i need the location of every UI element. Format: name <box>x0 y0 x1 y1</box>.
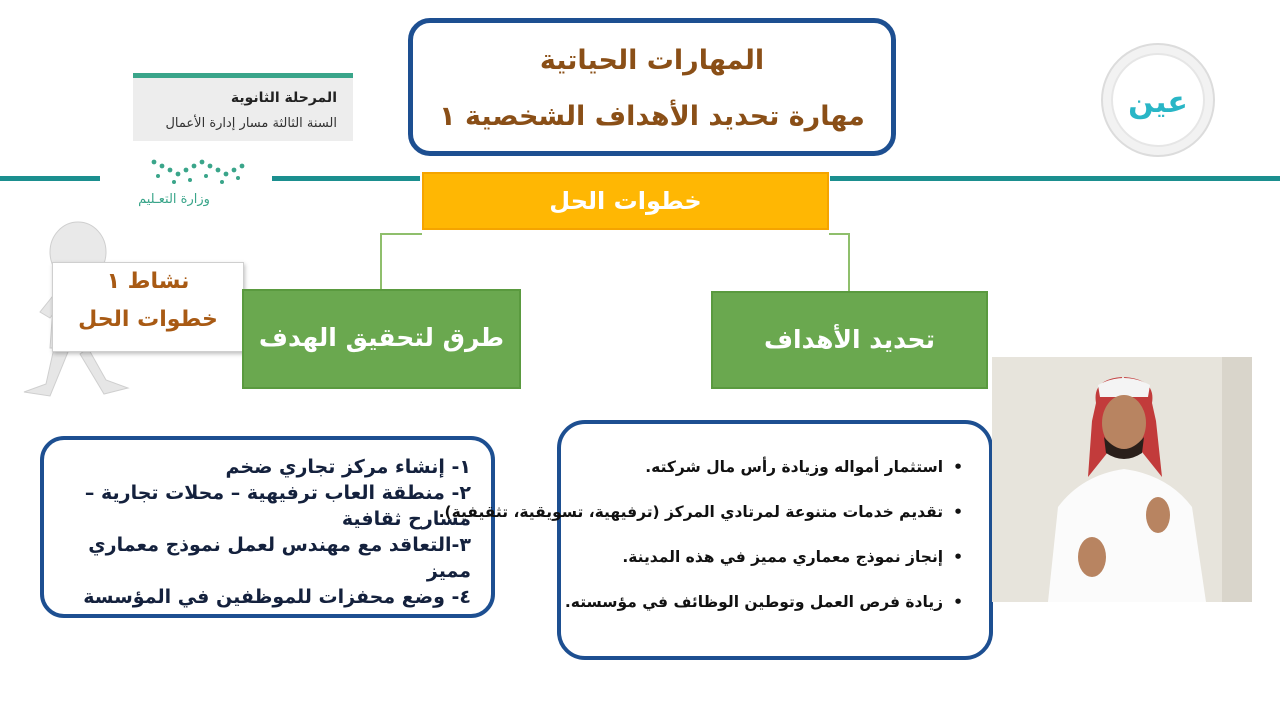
solution-steps-box: خطوات الحل <box>422 172 829 230</box>
list-item: تقديم خدمات متنوعة لمرتادي المركز (ترفيه… <box>439 503 963 521</box>
ain-logo-icon: عين <box>1101 43 1215 157</box>
stage-track: السنة الثالثة مسار إدارة الأعمال <box>165 116 337 131</box>
achieve-goal-box: طرق لتحقيق الهدف <box>242 289 521 389</box>
ain-logo: عين <box>1098 40 1218 160</box>
list-item: ٣-التعاقد مع مهندس لعمل نموذج معماري ممي… <box>88 534 471 582</box>
activity-number: نشاط ١ <box>106 269 190 294</box>
connector-left-vertical <box>380 233 382 289</box>
set-goals-list: استثمار أمواله وزيادة رأس مال شركته. تقد… <box>439 420 993 660</box>
list-item: ٤- وضع محفزات للموظفين في المؤسسة <box>83 586 471 608</box>
header-divider-left <box>0 176 100 181</box>
list-item: ١- إنشاء مركز تجاري ضخم <box>225 456 471 478</box>
set-goals-box: تحديد الأهداف <box>711 291 988 389</box>
header-divider-mid-left <box>272 176 420 181</box>
ministry-dots-icon <box>151 159 245 184</box>
sign-language-interpreter-video <box>992 357 1252 602</box>
achieve-goal-list: ١- إنشاء مركز تجاري ضخم ٢- منطقة العاب ت… <box>40 436 495 618</box>
list-item: استثمار أمواله وزيادة رأس مال شركته. <box>575 458 963 476</box>
activity-sign: نشاط ١ خطوات الحل <box>52 262 244 352</box>
list-item: إنجاز نموذج معماري مميز في هذه المدينة. <box>575 548 963 566</box>
stage-name: المرحلة الثانوية <box>230 90 337 106</box>
ain-logo-text: عين <box>1128 85 1188 120</box>
connector-right-vertical <box>848 233 850 291</box>
activity-title: خطوات الحل <box>78 307 218 332</box>
ministry-logo: وزارة التعـليم <box>114 154 248 210</box>
ministry-name: وزارة التعـليم <box>138 192 210 207</box>
connector-right-horizontal <box>829 233 850 235</box>
header-divider-mid-right <box>830 176 1280 181</box>
subject-title: المهارات الحياتية <box>539 45 765 76</box>
list-item: زيادة فرص العمل وتوطين الوظائف في مؤسسته… <box>565 593 963 611</box>
list-item: ٢- منطقة العاب ترفيهية – محلات تجارية – … <box>84 482 471 530</box>
lesson-title-box: المهارات الحياتية مهارة تحديد الأهداف ال… <box>408 18 896 156</box>
stage-label: المرحلة الثانوية السنة الثالثة مسار إدار… <box>133 73 353 141</box>
connector-left-horizontal <box>380 233 422 235</box>
lesson-title: مهارة تحديد الأهداف الشخصية ١ <box>439 101 865 132</box>
